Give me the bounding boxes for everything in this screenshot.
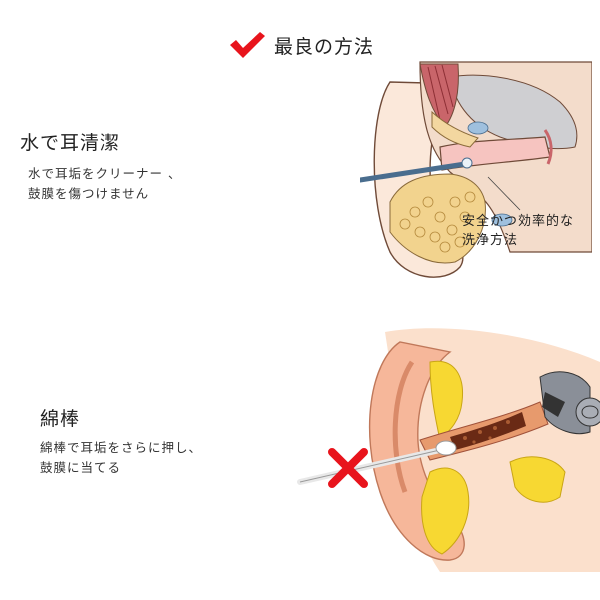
- water-desc-line-2: 鼓膜を傷つけません: [28, 186, 150, 201]
- water-caption-line-1: 安全かつ効率的な: [462, 214, 575, 229]
- water-section-title: 水で耳清潔: [20, 132, 121, 154]
- swab-section-desc: 綿棒で耳垢をさらに押し、 鼓膜に当てる: [40, 438, 202, 478]
- water-caption-line-2: 洗浄方法: [462, 233, 519, 248]
- water-section-desc: 水で耳垢をクリーナー 、 鼓膜を傷つけません: [28, 164, 181, 204]
- water-desc-line-1: 水で耳垢をクリーナー 、: [28, 166, 182, 181]
- swab-section-title: 綿棒: [40, 408, 81, 430]
- page-title: 最良の方法: [274, 35, 375, 58]
- cross-icon: [328, 448, 368, 488]
- header: 最良の方法: [228, 28, 374, 62]
- checkmark-icon: [228, 30, 266, 60]
- swab-desc-line-2: 鼓膜に当てる: [40, 460, 122, 475]
- swab-desc-line-1: 綿棒で耳垢をさらに押し、: [40, 440, 203, 455]
- ear-diagram-swab: [290, 322, 600, 572]
- ear-diagram-water: [360, 52, 592, 284]
- water-caption: 安全かつ効率的な 洗浄方法: [462, 212, 574, 250]
